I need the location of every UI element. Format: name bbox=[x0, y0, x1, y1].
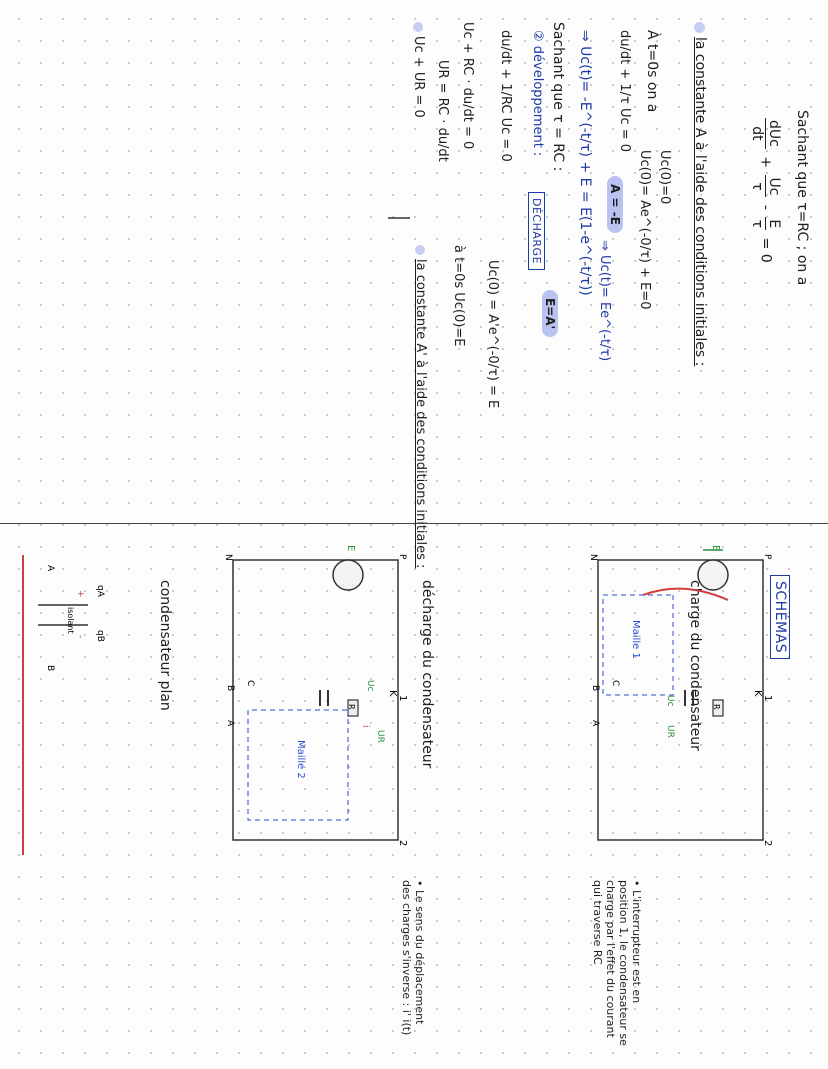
schemas-box: SCHÉMAS bbox=[770, 575, 790, 660]
bullet-constant-a-prime: la constante A' à l'aide des conditions … bbox=[413, 245, 428, 568]
svg-text:Maille 2: Maille 2 bbox=[295, 740, 306, 779]
svg-text:N: N bbox=[223, 554, 233, 561]
discharge-solution: ⇒ Uc(t)= Ee^(-t/τ) bbox=[597, 240, 612, 362]
svg-text:qB: qB bbox=[95, 630, 105, 642]
generator-icon bbox=[697, 559, 729, 591]
generator-icon-2 bbox=[332, 559, 364, 591]
svg-text:N: N bbox=[588, 554, 598, 561]
svg-text:C: C bbox=[610, 680, 620, 686]
svg-text:E: E bbox=[345, 545, 356, 551]
svg-text:1: 1 bbox=[762, 695, 773, 701]
svg-text:R: R bbox=[347, 704, 356, 710]
svg-text:UR: UR bbox=[665, 725, 675, 738]
svg-text:A: A bbox=[45, 565, 55, 572]
charge-circuit: E R Maille 1 Uc UR P N B A C 1 K 2 bbox=[588, 545, 773, 846]
svg-text:Uc: Uc bbox=[665, 695, 675, 707]
svg-text:P: P bbox=[762, 554, 772, 560]
svg-text:R: R bbox=[712, 704, 721, 710]
interrupter-note: • L'interrupteur est en position 1, le c… bbox=[591, 880, 643, 1046]
svg-text:A: A bbox=[225, 720, 235, 727]
svg-text:qA: qA bbox=[95, 585, 105, 598]
plate-capacitor: isolant + - qA qB A B bbox=[22, 555, 105, 855]
svg-text:UR: UR bbox=[375, 730, 385, 743]
dashed-separator bbox=[388, 217, 410, 219]
plan-title: condensateur plan bbox=[157, 580, 173, 711]
result-a-prime: E=A' bbox=[542, 290, 558, 338]
svg-text:-: - bbox=[75, 635, 85, 638]
svg-text:i: i bbox=[360, 725, 370, 728]
svg-text:B: B bbox=[590, 685, 600, 691]
svg-text:2: 2 bbox=[397, 840, 408, 846]
decharge-title: décharge du condensateur bbox=[419, 580, 435, 769]
charge-direction-note: • Le sens du déplacement des charges s'i… bbox=[400, 880, 426, 1036]
page-divider bbox=[0, 523, 828, 525]
resistor-icon-2 bbox=[347, 699, 359, 717]
svg-text:K: K bbox=[752, 690, 763, 697]
svg-text:B: B bbox=[225, 685, 235, 691]
svg-text:K: K bbox=[387, 690, 398, 697]
svg-text:Maille 1: Maille 1 bbox=[630, 620, 641, 659]
svg-text:E: E bbox=[710, 545, 721, 551]
svg-text:Uc: Uc bbox=[365, 680, 375, 692]
uc0-expression-2: Uc(0) = A'e^(-0/τ) = E bbox=[485, 260, 500, 409]
separator-mark bbox=[398, 200, 418, 202]
svg-text:isolant: isolant bbox=[66, 607, 75, 634]
svg-text:B: B bbox=[45, 665, 55, 671]
svg-text:P: P bbox=[397, 554, 407, 560]
initial-condition-2: à t=0s Uc(0)=E bbox=[451, 245, 466, 347]
resistor-icon bbox=[712, 699, 724, 717]
svg-text:C: C bbox=[245, 680, 255, 686]
svg-text:2: 2 bbox=[762, 840, 773, 846]
discharge-circuit: E R Maille 2 i Uc UR P N B A C 1 K 2 bbox=[223, 545, 408, 846]
svg-text:A: A bbox=[590, 720, 600, 727]
svg-text:+: + bbox=[75, 590, 85, 598]
svg-text:1: 1 bbox=[397, 695, 408, 701]
